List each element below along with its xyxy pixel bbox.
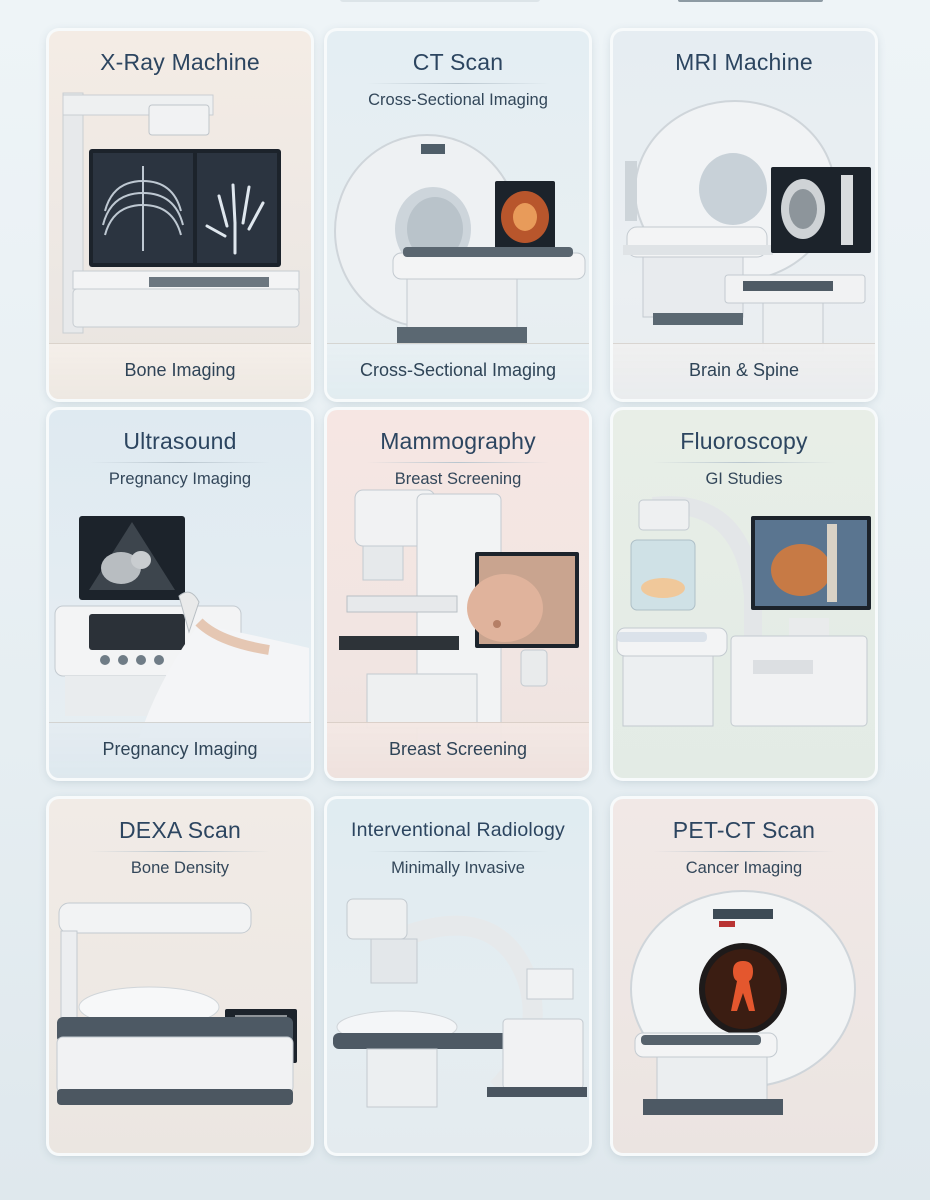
cut-off-link xyxy=(678,0,823,2)
ultrasound-machine-icon xyxy=(54,516,309,738)
card-footer-label: Cross-Sectional Imaging xyxy=(359,360,557,380)
title-divider xyxy=(367,462,549,463)
title-divider xyxy=(367,83,549,84)
ct-scanner-icon xyxy=(334,134,586,345)
card-subtitle: Minimally Invasive xyxy=(391,859,525,877)
card-footer-label: Brain & Spine xyxy=(688,360,800,380)
card-title: DEXA Scan xyxy=(119,817,241,843)
card-pet-ct[interactable]: PET-CT Scan Cancer Imaging xyxy=(613,799,875,1153)
card-title: X-Ray Machine xyxy=(100,49,260,75)
card-subtitle: Bone Density xyxy=(130,859,230,877)
title-divider xyxy=(653,851,835,852)
card-title: Interventional Radiology xyxy=(350,819,565,841)
card-footer-label: Pregnancy Imaging xyxy=(102,739,258,759)
c-arm-icon xyxy=(333,898,587,1108)
title-divider xyxy=(89,851,271,852)
card-mri[interactable]: MRI Machine Brain & Spine xyxy=(613,31,875,399)
xray-machine-icon xyxy=(62,92,300,334)
fluoroscopy-machine-icon xyxy=(616,496,871,727)
card-title: MRI Machine xyxy=(675,49,813,75)
card-footer: Breast Screening xyxy=(327,722,589,778)
card-title: Mammography xyxy=(380,428,536,454)
card-xray[interactable]: X-Ray Machine Bone Imaging xyxy=(49,31,311,399)
card-footer: Bone Imaging xyxy=(49,343,311,399)
title-divider xyxy=(653,462,835,463)
card-title: PET-CT Scan xyxy=(672,817,816,843)
top-strip xyxy=(0,0,930,26)
card-footer-label: Breast Screening xyxy=(388,739,528,759)
card-footer: Cross-Sectional Imaging xyxy=(327,343,589,399)
card-subtitle: Cross-Sectional Imaging xyxy=(368,91,548,109)
card-fluoroscopy[interactable]: Fluoroscopy GI Studies xyxy=(613,410,875,778)
card-mammography[interactable]: Mammography Breast Screening Breast Scre… xyxy=(327,410,589,778)
card-footer: Pregnancy Imaging xyxy=(49,722,311,778)
card-title: CT Scan xyxy=(412,49,504,75)
card-dexa[interactable]: DEXA Scan Bone Density xyxy=(49,799,311,1153)
card-subtitle: GI Studies xyxy=(705,470,783,488)
mammography-machine-icon xyxy=(339,489,579,755)
card-subtitle: Pregnancy Imaging xyxy=(108,470,252,488)
dexa-scanner-icon xyxy=(56,902,297,1105)
cut-off-heading xyxy=(340,0,540,2)
card-interventional-radiology[interactable]: Interventional Radiology Minimally Invas… xyxy=(327,799,589,1153)
pet-ct-scanner-icon xyxy=(630,890,856,1115)
card-subtitle: Breast Screening xyxy=(394,470,522,488)
card-ct[interactable]: CT Scan Cross-Sectional Imaging Cross-Se… xyxy=(327,31,589,399)
card-footer-label: Bone Imaging xyxy=(124,360,236,380)
card-subtitle: Cancer Imaging xyxy=(685,859,803,877)
title-divider xyxy=(89,462,271,463)
card-title: Fluoroscopy xyxy=(680,428,808,454)
card-footer: Brain & Spine xyxy=(613,343,875,399)
title-divider xyxy=(367,851,549,852)
card-title: Ultrasound xyxy=(123,428,237,454)
card-ultrasound[interactable]: Ultrasound Pregnancy Imaging Pregnancy I… xyxy=(49,410,311,778)
